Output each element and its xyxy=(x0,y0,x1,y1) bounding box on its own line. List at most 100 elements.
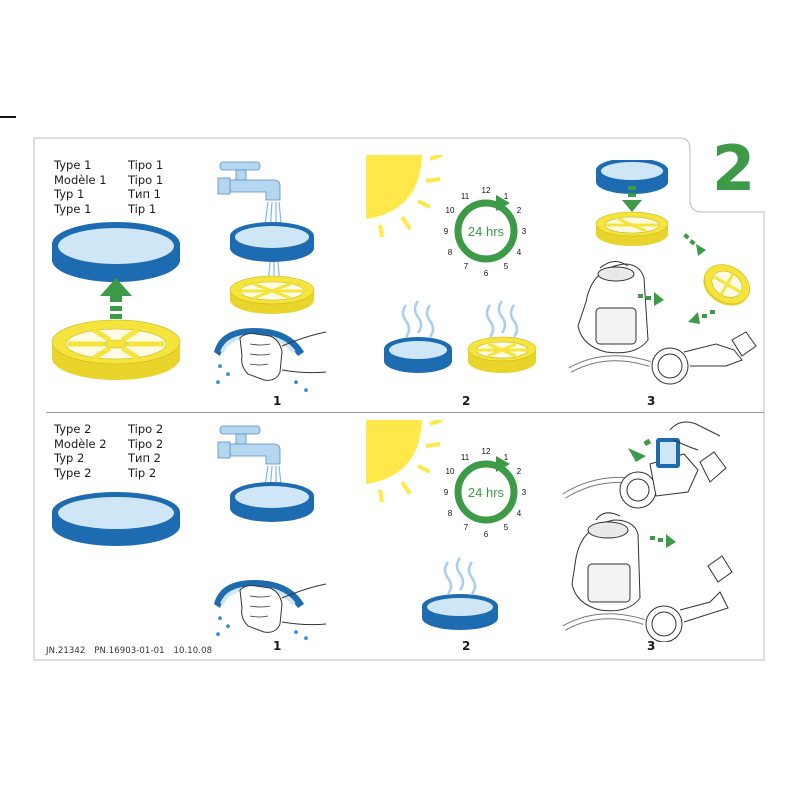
clock-number: 10 xyxy=(446,467,455,476)
blue-filter-icon xyxy=(52,222,180,282)
type2-label-de: Typ 2 xyxy=(54,451,85,465)
type2-labels-left: Type 2 Modèle 2 Typ 2 Type 2 xyxy=(54,422,107,480)
clock-number: 8 xyxy=(448,248,453,257)
clock-number: 7 xyxy=(464,523,469,532)
clock-number: 12 xyxy=(482,447,491,456)
blue-filter-icon xyxy=(230,222,314,262)
type1-label-sl: Tip 1 xyxy=(128,201,157,216)
type2-label-nl: Type 2 xyxy=(54,465,92,480)
type1-label-it: Tipo 1 xyxy=(128,172,164,187)
type1-label-es: Tipo 1 xyxy=(128,158,164,172)
blue-filter-icon xyxy=(656,438,680,468)
green-up-arrow-icon xyxy=(100,278,132,327)
document-code: JN.21342 PN.16903-01-01 10.10.08 xyxy=(46,646,218,656)
type1-wash-scene xyxy=(214,161,327,392)
vacuum-cleaner-icon xyxy=(562,451,727,509)
clock-number: 3 xyxy=(522,227,527,236)
type1-dry-scene: 24 hrs 12 1 2 3 4 5 6 7 8 9 10 11 xyxy=(366,155,537,373)
type2-labels-right: Tipo 2 Tipo 2 Тип 2 Tip 2 xyxy=(128,422,163,480)
yellow-filter-tilted-icon xyxy=(703,264,750,306)
clock-number: 8 xyxy=(448,509,453,518)
clock-number: 10 xyxy=(446,206,455,215)
yellow-filter-icon xyxy=(467,336,537,373)
clock-icon: 24 hrs 12 1 2 3 4 5 6 7 8 9 10 11 xyxy=(444,447,527,539)
blue-filter-icon xyxy=(230,482,314,522)
type2-label-fr: Modèle 2 xyxy=(54,436,107,451)
water-drops-icon xyxy=(216,616,308,640)
water-tap-icon xyxy=(217,161,281,201)
type2-dry-scene: 24 hrs 12 1 2 3 4 5 6 7 8 9 10 11 xyxy=(366,420,527,630)
type2-wash-scene xyxy=(214,425,327,640)
clock-number: 6 xyxy=(484,269,489,278)
clock-number: 1 xyxy=(504,192,509,201)
type2-label-sl: Tip 2 xyxy=(128,465,157,480)
clock-number: 12 xyxy=(482,186,491,195)
clock-icon: 24 hrs 12 1 2 3 4 5 6 7 8 9 10 11 xyxy=(444,186,527,278)
clock-number: 2 xyxy=(517,467,522,476)
green-arrow-icon xyxy=(650,534,676,548)
page-crop-mark xyxy=(0,116,16,118)
type1-label-ru: Тип 1 xyxy=(128,187,161,201)
type2-label-en: Type 2 xyxy=(54,422,92,436)
type2-filter xyxy=(52,492,180,546)
steam-icon xyxy=(401,300,519,338)
green-down-arrow-icon xyxy=(628,438,652,462)
sun-icon xyxy=(366,155,443,238)
blue-filter-icon xyxy=(384,337,452,373)
blue-filter-icon xyxy=(596,160,668,194)
job-number: JN.21342 xyxy=(46,646,86,656)
clock-number: 6 xyxy=(484,530,489,539)
blue-filter-icon xyxy=(422,594,498,630)
green-arrow-icon xyxy=(683,233,706,256)
type1-label-en: Type 1 xyxy=(54,158,92,172)
part-number: PN.16903-01-01 xyxy=(94,646,165,656)
hand-icon xyxy=(669,421,721,451)
clock-number: 3 xyxy=(522,488,527,497)
yellow-filter-icon xyxy=(51,319,181,380)
clock-number: 9 xyxy=(444,488,449,497)
type1-labels-left: Type 1 Modèle 1 Typ 1 Type 1 xyxy=(54,158,107,216)
clock-number: 7 xyxy=(464,262,469,271)
hand-squeezing-filter-icon xyxy=(214,328,327,381)
type1-step2-label: 2 xyxy=(462,394,471,408)
print-date: 10.10.08 xyxy=(173,646,213,656)
clock-number: 4 xyxy=(517,248,522,257)
type2-step1-label: 1 xyxy=(273,639,282,653)
type2-reinstall-scene xyxy=(562,421,733,642)
type1-step3-label: 3 xyxy=(647,394,656,408)
step-number: 2 xyxy=(712,132,756,205)
yellow-filter-icon xyxy=(595,211,669,246)
sun-icon xyxy=(366,420,443,503)
type1-label-fr: Modèle 1 xyxy=(54,172,107,187)
clock-number: 1 xyxy=(504,453,509,462)
vacuum-cleaner-icon xyxy=(568,261,757,385)
clock-number: 2 xyxy=(517,206,522,215)
type1-label-nl: Type 1 xyxy=(54,201,92,216)
hand-squeezing-filter-icon xyxy=(214,580,327,633)
type1-reinstall-scene xyxy=(568,160,757,385)
water-drops-icon xyxy=(216,364,308,392)
clock-duration-label: 24 hrs xyxy=(468,485,505,500)
water-tap-icon xyxy=(217,425,281,465)
type1-labels-right: Tipo 1 Tipo 1 Тип 1 Tip 1 xyxy=(128,158,163,216)
clock-number: 4 xyxy=(517,509,522,518)
clock-number: 11 xyxy=(461,192,470,201)
clock-number: 5 xyxy=(504,262,509,271)
type1-label-de: Typ 1 xyxy=(54,187,85,201)
steam-icon xyxy=(443,557,477,595)
clock-number: 5 xyxy=(504,523,509,532)
type1-step1-label: 1 xyxy=(273,394,282,408)
type2-step3-label: 3 xyxy=(647,639,656,653)
clock-number: 11 xyxy=(461,453,470,462)
clock-number: 9 xyxy=(444,227,449,236)
blue-filter-icon xyxy=(52,492,180,546)
green-arrow-icon xyxy=(638,292,715,324)
type2-label-ru: Тип 2 xyxy=(128,451,161,465)
type2-step2-label: 2 xyxy=(462,639,471,653)
clock-duration-label: 24 hrs xyxy=(468,224,505,239)
yellow-filter-icon xyxy=(229,275,315,314)
type2-label-it: Tipo 2 xyxy=(128,436,164,451)
type2-label-es: Tipo 2 xyxy=(128,422,164,436)
green-down-arrow-icon xyxy=(622,186,642,212)
